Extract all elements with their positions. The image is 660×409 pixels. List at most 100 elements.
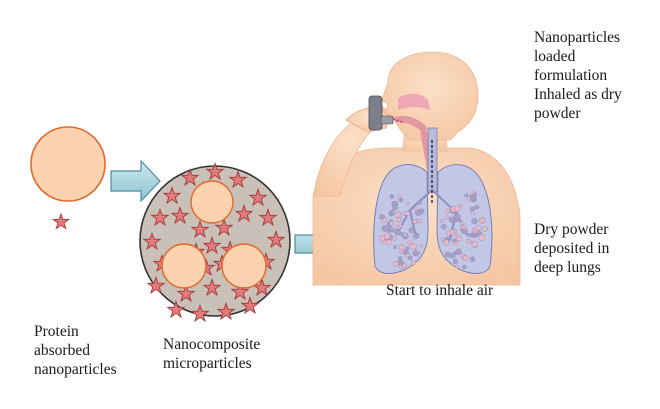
alveolus-icon [452,258,458,264]
protein-star-icon [202,277,222,297]
protein-star-icon [216,301,236,321]
alveolus-icon [398,249,404,254]
alveolus-icon [389,220,395,226]
alveolus-icon [445,215,450,220]
deposited-label: Dry powder deposited in deep lungs [534,221,610,276]
alveolus-icon [448,216,456,223]
protein-star-icon [230,281,250,301]
alveolus-icon [471,217,478,225]
alveolus-icon [481,226,488,232]
alveolus-icon [385,239,392,246]
alveolus-icon [410,242,417,250]
protein-star-icon [166,299,186,319]
protein-star-icon [214,217,234,237]
alveolus-icon [405,201,410,206]
protein-star-icon [190,219,210,239]
protein-star-icon [162,185,182,205]
alveolus-icon [464,193,469,198]
inhale-label: Start to inhale air [386,282,494,299]
protein-nanoparticles-label: Protein absorbed nanoparticles [34,323,117,378]
alveolus-icon [469,232,474,237]
alveolus-icon [454,205,461,212]
alveolus-icon [397,194,402,199]
alveolus-icon [461,225,467,230]
alveolus-icon [392,260,399,267]
formulation-label: Nanoparticles loaded formulation Inhaled… [534,29,622,122]
alveolus-icon [455,264,459,269]
alveolus-icon [392,204,399,211]
protein-star-icon [190,303,210,323]
protein-star-icon [180,167,200,187]
alveolus-icon [384,232,391,240]
alveolus-icon [389,227,395,233]
alveolus-icon [471,241,478,248]
alveolus-icon [470,210,476,216]
protein-star-icon [170,205,190,225]
protein-star-icon [228,169,248,189]
lungs-icon [373,127,493,274]
alveolus-icon [453,241,459,246]
protein-star-icon [142,231,162,251]
alveolus-icon [399,197,404,203]
alveolus-icon [446,230,452,236]
alveolus-icon [444,251,451,258]
alveolus-icon [395,217,401,223]
alveolus-icon [398,256,403,261]
alveolus-icon [399,231,404,236]
protein-star-icon [150,207,170,227]
alveolus-icon [470,206,475,212]
protein-star-icon [240,295,260,315]
alveolus-icon [405,246,410,251]
alveolus-icon [417,218,423,223]
protein-star-icon [202,235,222,255]
protein-star-icon [258,207,278,227]
alveolus-icon [395,211,402,218]
protein-star-icon [51,212,71,230]
nanocomposite-label: Nanocomposite microparticles [163,336,261,372]
alveolus-icon [398,265,403,269]
alveolus-icon [453,251,458,256]
alveolus-icon [419,243,424,248]
alveolus-icon [471,227,476,232]
alveolus-icon [453,213,461,220]
alveolus-icon [413,233,419,239]
alveolus-icon [405,210,410,216]
alveolus-icon [440,219,444,224]
protein-star-icon [146,275,166,295]
alveolus-icon [472,192,477,198]
alveolus-icon [407,239,413,245]
alveolus-icon [459,203,463,208]
alveolus-icon [443,239,450,246]
alveolus-icon [481,218,486,223]
alveolus-icon [393,245,398,249]
alveolus-icon [474,204,480,210]
protein-star-icon [266,229,286,249]
alveolus-icon [412,250,419,257]
protein-star-icon [205,161,225,181]
alveolus-icon [441,224,447,230]
alveolus-icon [445,208,451,214]
alveolus-icon [389,194,395,199]
alveolus-icon [403,232,407,237]
alveolus-icon [391,236,397,242]
nanocomposite-microparticle-icon [139,161,291,323]
inhaler-icon [368,95,394,131]
alveolus-icon [416,200,422,206]
alveolus-icon [408,255,413,260]
arrow-icon [110,159,161,203]
protein-star-icon [248,187,268,207]
alveolus-icon [408,227,415,234]
alveolus-icon [415,209,422,217]
alveolus-icon [460,253,465,258]
alveolus-icon [388,212,393,217]
alveolus-icon [466,238,471,244]
alveolus-icon [411,260,417,266]
alveolus-icon [401,262,408,269]
alveolus-icon [379,214,385,220]
nanoparticle-icon [30,126,106,202]
alveolus-icon [460,221,465,226]
protein-star-icon [234,203,254,223]
alveolus-icon [478,234,486,241]
alveolus-icon [456,235,463,242]
